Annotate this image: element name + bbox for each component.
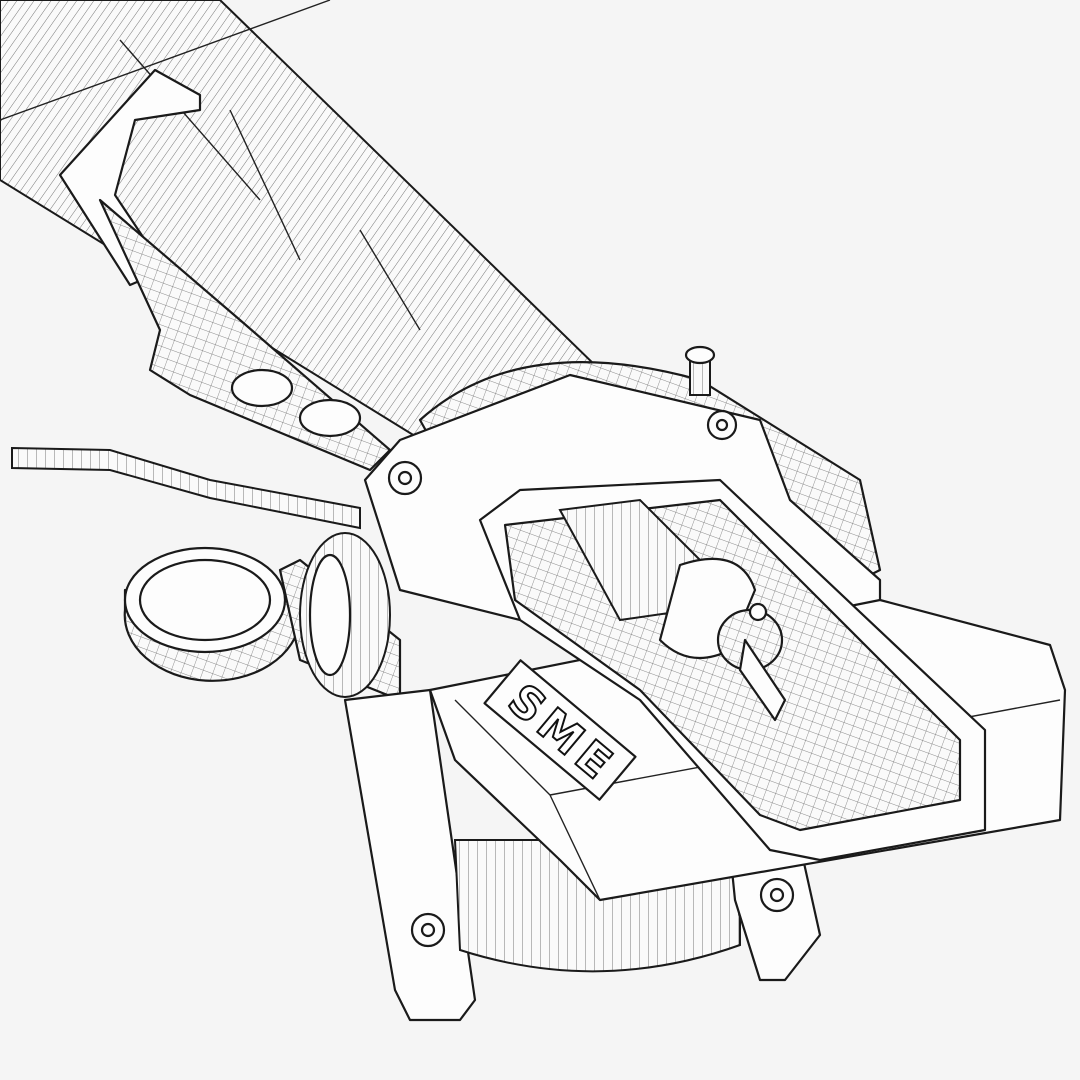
counterweight-rod (11, 446, 361, 530)
pivot-stem (738, 638, 787, 722)
bracket-hole (230, 368, 294, 408)
bracket-hole (298, 398, 362, 438)
tube-seams (0, 0, 421, 331)
